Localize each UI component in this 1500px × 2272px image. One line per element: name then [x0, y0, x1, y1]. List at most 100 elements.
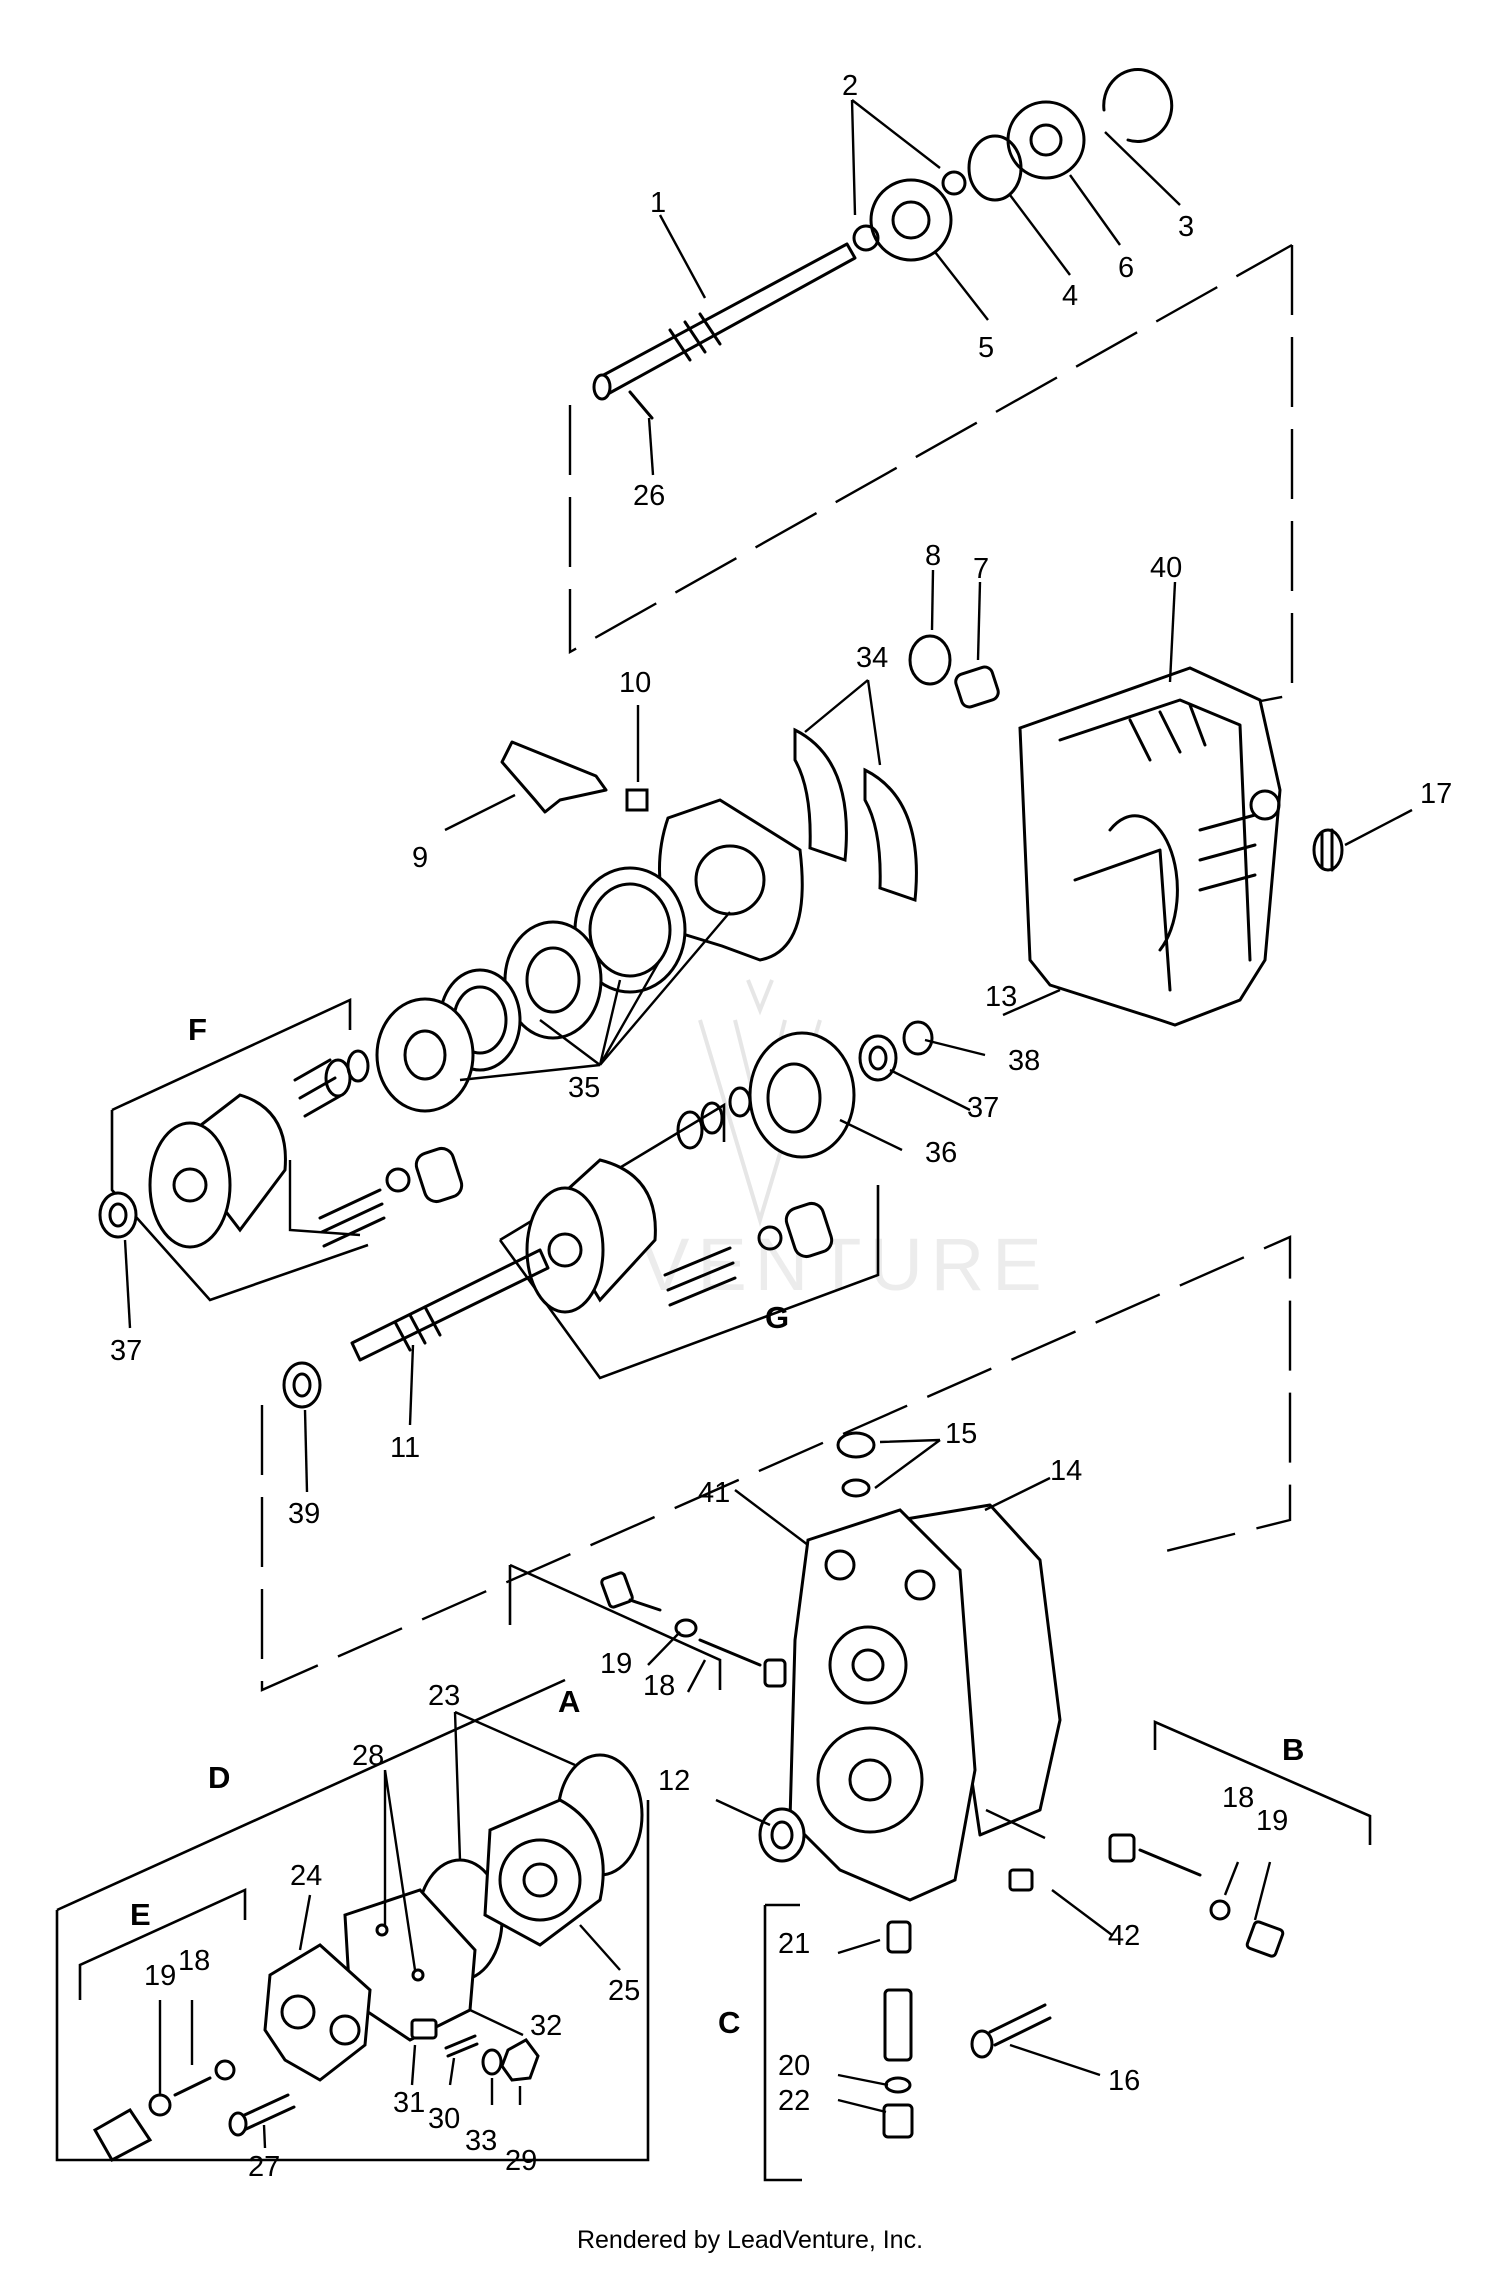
- callout-label: 13: [985, 981, 1017, 1013]
- end-cap-41: [788, 1508, 977, 1902]
- pump-housing-24: [263, 1943, 372, 2082]
- snap-ring-3: [1102, 68, 1174, 144]
- washer-2a: [852, 224, 880, 252]
- cylinder-block-f: [148, 1049, 464, 1249]
- callout-label: 24: [290, 1860, 322, 1892]
- bearing-37-left: [98, 1191, 138, 1239]
- ring-38: [902, 1020, 934, 1056]
- group-label: G: [765, 1300, 789, 1335]
- thrust-half-34a: [793, 727, 848, 863]
- ring-4: [967, 134, 1023, 202]
- charge-pump-25: [483, 1798, 605, 1947]
- callout-label: 28: [352, 1740, 384, 1772]
- part-31: [410, 2018, 438, 2040]
- group-label: B: [1282, 1732, 1304, 1767]
- watermark-text: VENTURE: [640, 1223, 1050, 1306]
- group-label: D: [208, 1760, 230, 1795]
- callout-label: 35: [568, 1072, 600, 1104]
- plug-42: [1008, 1868, 1034, 1892]
- callout-label: 14: [1050, 1455, 1082, 1487]
- plug-15: [836, 1431, 876, 1498]
- group-label: F: [188, 1012, 207, 1047]
- key-26: [628, 390, 654, 420]
- spring-30: [444, 2034, 479, 2058]
- callout-labels: 1 2 3 4 5 6 26 8 7 40 34 10 9 17 13 35 F…: [110, 70, 1452, 2183]
- callout-label: 42: [1108, 1920, 1140, 1952]
- housing-40: [1018, 666, 1282, 1027]
- watermark-logo: VENTURE: [640, 979, 1050, 1306]
- block-10: [625, 788, 649, 812]
- lever-9: [500, 740, 608, 814]
- group-label: A: [558, 1684, 580, 1719]
- plug-17: [1312, 828, 1344, 872]
- washer-33: [481, 2048, 503, 2076]
- callout-label: 19: [600, 1648, 632, 1680]
- callout-label: 32: [530, 2010, 562, 2042]
- callout-label: 6: [1118, 252, 1134, 284]
- bolt-27: [228, 2093, 296, 2137]
- callout-label: 19: [144, 1960, 176, 1992]
- callout-label: 9: [412, 842, 428, 874]
- cap-29: [500, 2038, 540, 2082]
- seal-8: [908, 634, 952, 686]
- bearing-6: [1006, 100, 1086, 180]
- callout-label: 15: [945, 1418, 977, 1450]
- callout-label: 31: [393, 2087, 425, 2119]
- bearing-5: [869, 178, 953, 262]
- callout-label: 16: [1108, 2065, 1140, 2097]
- callout-label: 26: [633, 480, 665, 512]
- callout-label: 12: [658, 1765, 690, 1797]
- seal-12: [758, 1807, 806, 1863]
- parts: [92, 68, 1344, 2163]
- callout-label: 25: [608, 1975, 640, 2007]
- callout-label: 22: [778, 2085, 810, 2117]
- washer-2b: [941, 170, 967, 196]
- bushing-37-right: [858, 1034, 898, 1082]
- thrust-set-35: [375, 866, 687, 1113]
- callout-label: 37: [110, 1335, 142, 1367]
- callout-label: 39: [288, 1498, 320, 1530]
- bolt-16: [970, 2003, 1052, 2059]
- group-label: E: [130, 1897, 151, 1932]
- callout-label: 40: [1150, 552, 1182, 584]
- callout-label: 37: [967, 1092, 999, 1124]
- callout-label: 5: [978, 332, 994, 364]
- callout-label: 18: [178, 1945, 210, 1977]
- callout-label: 29: [505, 2145, 537, 2177]
- callout-label: 41: [698, 1477, 730, 1509]
- callout-label: 10: [619, 667, 651, 699]
- callout-label: 30: [428, 2103, 460, 2135]
- callout-label: 36: [925, 1137, 957, 1169]
- cylinder-block-g: [525, 1086, 834, 1314]
- render-credit: Rendered by LeadVenture, Inc.: [576, 2226, 924, 2254]
- callout-label: 17: [1420, 778, 1452, 810]
- callout-label: 20: [778, 2050, 810, 2082]
- callout-label: 3: [1178, 211, 1194, 243]
- callout-label: 34: [856, 642, 888, 674]
- callout-label: 21: [778, 1928, 810, 1960]
- valve-e: [92, 2059, 236, 2163]
- assembly-frames: [55, 243, 1372, 2182]
- callout-label: 7: [973, 553, 989, 585]
- bushing-7: [954, 665, 1000, 709]
- callout-label: 33: [465, 2125, 497, 2157]
- bearing-39: [282, 1361, 322, 1409]
- group-label: C: [718, 2005, 740, 2040]
- callout-label: 19: [1256, 1805, 1288, 1837]
- callout-label: 2: [842, 70, 858, 102]
- callout-label: 4: [1062, 280, 1078, 312]
- callout-label: 23: [428, 1680, 460, 1712]
- callout-label: 27: [248, 2151, 280, 2183]
- callout-label: 11: [390, 1432, 420, 1464]
- bearing-36: [748, 1031, 856, 1159]
- callout-label: 1: [650, 187, 666, 219]
- output-shaft-11: [350, 1248, 550, 1362]
- callout-label: 18: [643, 1670, 675, 1702]
- valve-b: [1108, 1833, 1285, 1958]
- swash-bracket: [657, 798, 804, 962]
- valve-a: [600, 1571, 787, 1688]
- leader-lines: [123, 99, 1413, 2149]
- callout-label: 38: [1008, 1045, 1040, 1077]
- input-shaft-1: [592, 242, 857, 401]
- callout-label: 8: [925, 540, 941, 572]
